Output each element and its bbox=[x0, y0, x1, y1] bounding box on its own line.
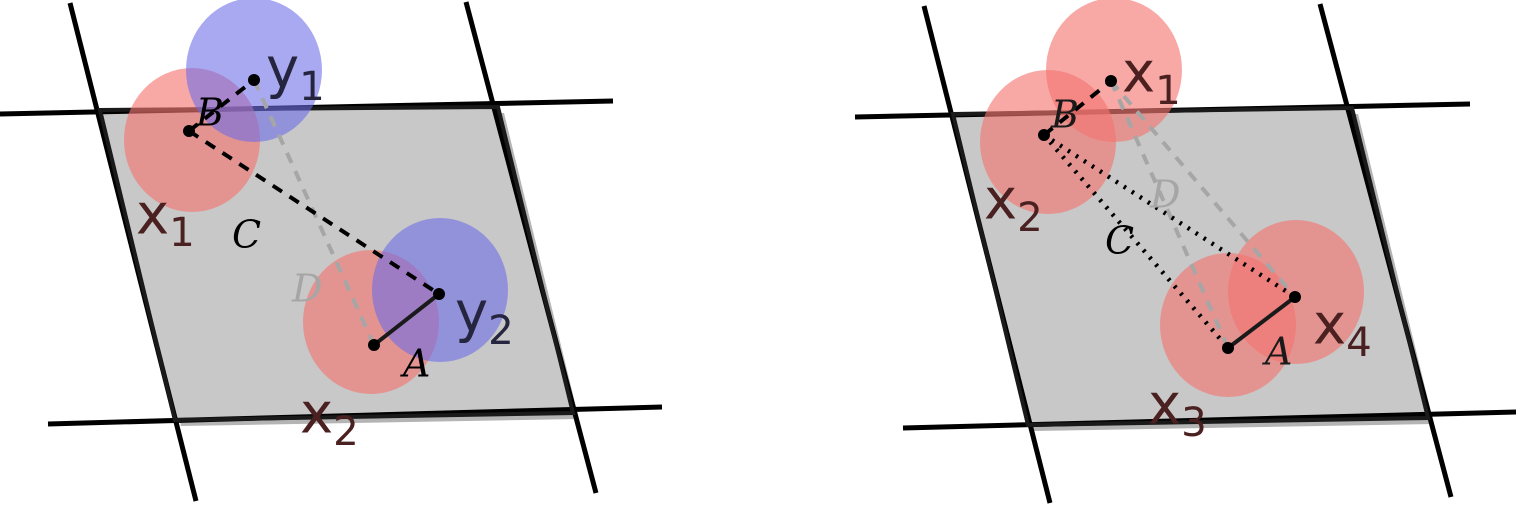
label-B: B bbox=[195, 91, 224, 135]
label-A: A bbox=[1262, 330, 1292, 374]
segment-D2 bbox=[1109, 79, 1297, 299]
segment-D bbox=[1109, 80, 1230, 349]
label-x1: x1 bbox=[1122, 41, 1181, 114]
segment-B bbox=[187, 78, 256, 133]
point-x2 bbox=[1038, 129, 1050, 141]
point-x4 bbox=[1289, 291, 1301, 303]
point-x1 bbox=[183, 125, 195, 137]
blob-y1 bbox=[186, 0, 322, 142]
label-A: A bbox=[400, 342, 430, 386]
point-x1 bbox=[1105, 75, 1117, 87]
segment-C bbox=[187, 129, 441, 296]
label-D: D bbox=[1149, 173, 1180, 217]
label-x2: x2 bbox=[300, 382, 359, 455]
label-x4: x4 bbox=[1313, 293, 1372, 366]
point-x3 bbox=[1222, 342, 1234, 354]
label-x2: x2 bbox=[984, 168, 1043, 241]
label-C: C bbox=[1105, 219, 1134, 263]
label-B: B bbox=[1050, 93, 1079, 137]
point-x2 bbox=[368, 339, 380, 351]
label-D: D bbox=[291, 267, 322, 311]
unit-cell-left-edge bbox=[97, 104, 576, 423]
label-C: C bbox=[232, 213, 261, 257]
label-x3: x3 bbox=[1148, 373, 1207, 446]
point-y1 bbox=[248, 74, 260, 86]
point-y2 bbox=[433, 288, 445, 300]
segment-B bbox=[1042, 79, 1113, 137]
label-y1: y1 bbox=[266, 37, 325, 110]
segment-A bbox=[372, 292, 441, 347]
unit-cell-right-edge bbox=[950, 105, 1431, 428]
panel-right: x1 x2 x3 x4 B CD A bbox=[854, 0, 1516, 504]
label-x1: x1 bbox=[136, 183, 195, 256]
panel-left: y1 x1 y2 x2 B CD A bbox=[0, 0, 663, 502]
label-y2: y2 bbox=[455, 281, 514, 354]
segment-C2 bbox=[1042, 133, 1297, 299]
segment-A bbox=[1226, 295, 1297, 350]
